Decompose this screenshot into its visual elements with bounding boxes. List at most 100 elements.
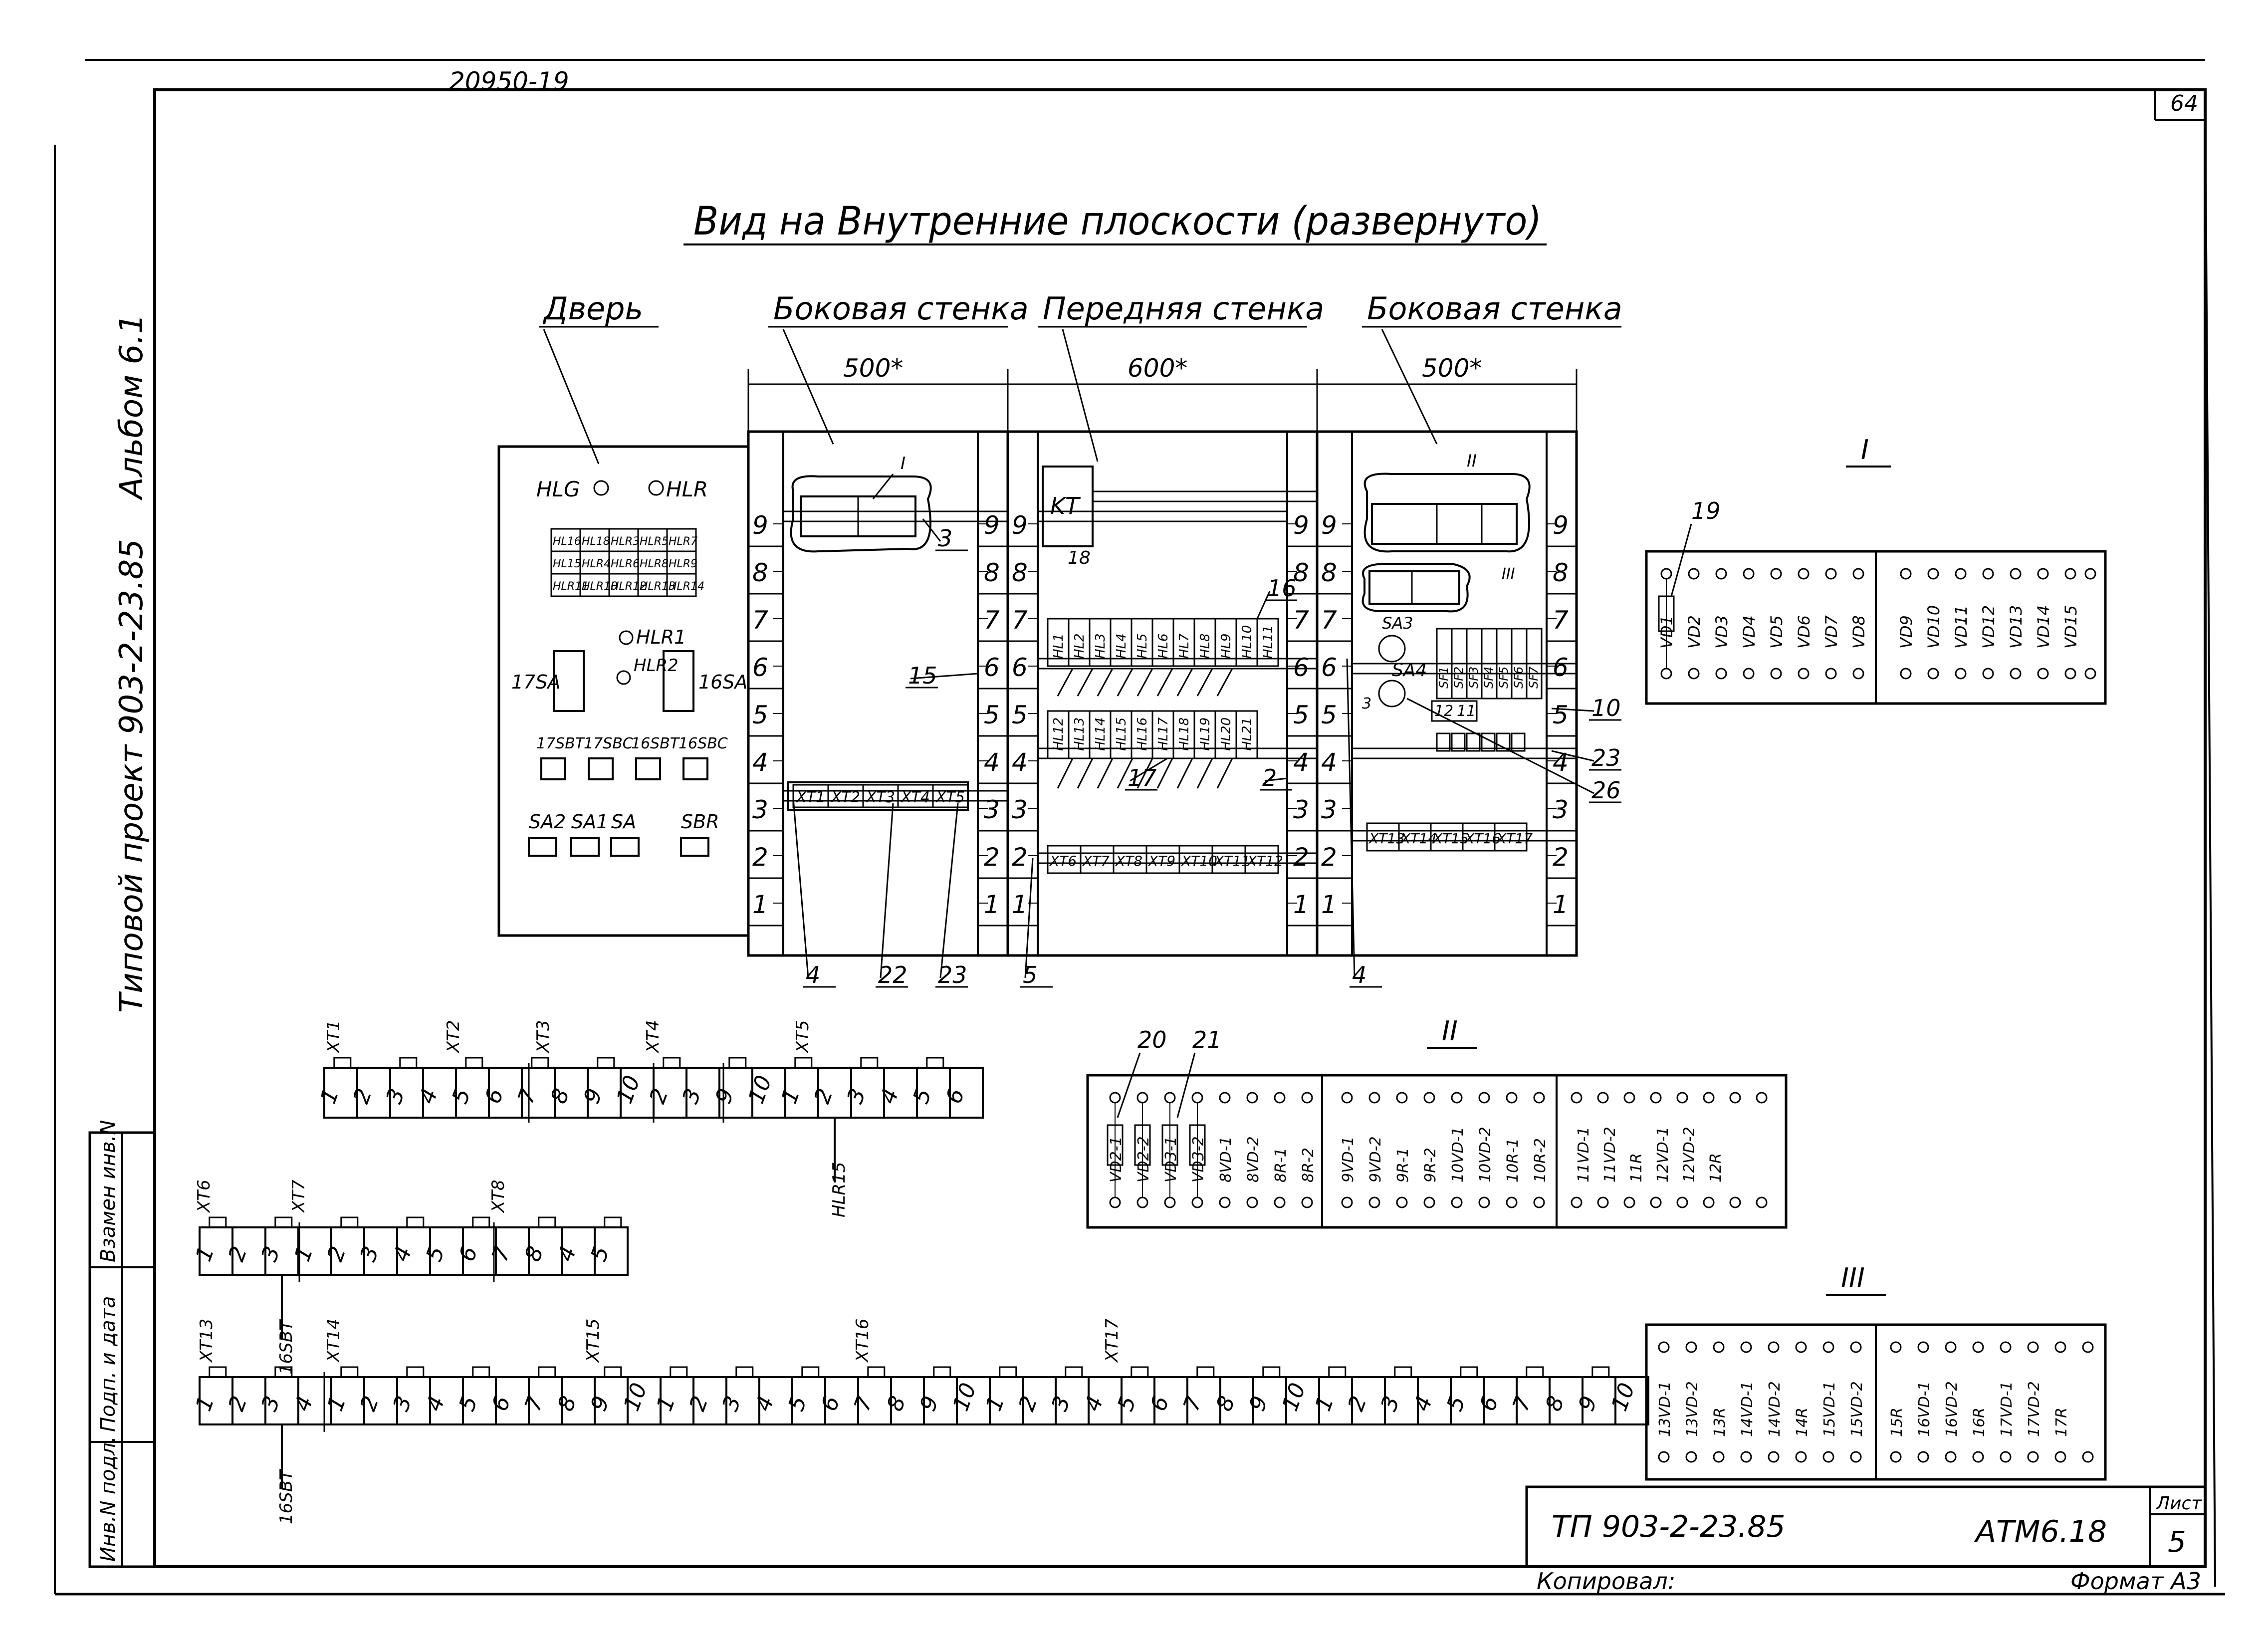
panel2-hole-bottom bbox=[1623, 1196, 1635, 1208]
height-scales: 1234567891234567891234567891234567891234… bbox=[748, 511, 1577, 927]
panel1-hole-top bbox=[2010, 568, 2022, 580]
scale-number: 4 bbox=[752, 748, 768, 777]
terminal-number: 7 bbox=[520, 1393, 549, 1414]
terminal-wire-label: 16SBT bbox=[276, 1319, 296, 1375]
panel2-label: 9R-1 bbox=[1394, 1148, 1412, 1182]
scale-number: 1 bbox=[1321, 890, 1337, 919]
sf-label: SF3 bbox=[1467, 667, 1481, 689]
door-switch-label: SA bbox=[611, 811, 636, 833]
panel3-hole-bottom bbox=[1822, 1451, 1834, 1463]
door-button bbox=[682, 757, 708, 780]
terminal-number: 7 bbox=[1508, 1393, 1537, 1414]
terminal-number: 4 bbox=[289, 1393, 318, 1414]
roman-3-tag: III bbox=[1502, 565, 1515, 583]
panel2-hole-bottom bbox=[1368, 1196, 1380, 1208]
callout-number: 23 bbox=[938, 961, 967, 988]
callout-leader bbox=[922, 518, 941, 542]
panel1-hole-top bbox=[1955, 568, 1967, 580]
scale-number: 6 bbox=[1321, 653, 1337, 682]
hl-bottom-label: HL14 bbox=[1093, 717, 1108, 751]
small-relay bbox=[1466, 732, 1481, 752]
scale-number: 4 bbox=[1012, 748, 1028, 777]
panel1-label: VD7 bbox=[1822, 615, 1841, 649]
panel3-hole-top bbox=[1850, 1341, 1862, 1353]
sw-right-label: 16SA bbox=[698, 671, 747, 693]
xt-right-label: XT17 bbox=[1496, 830, 1533, 847]
door-switch bbox=[570, 837, 600, 857]
panel3-hole-top bbox=[2082, 1341, 2094, 1353]
sf-label: SF6 bbox=[1512, 667, 1526, 689]
terminal-number: 9 bbox=[1244, 1393, 1273, 1414]
door-lamp-label: HLR6 bbox=[611, 558, 640, 570]
terminal-xt-label: XT8 bbox=[488, 1179, 508, 1213]
terminal-jumper bbox=[340, 1216, 359, 1228]
terminal-jumper bbox=[794, 1057, 813, 1069]
panel3-hole-bottom bbox=[2027, 1451, 2039, 1463]
xt-front-label: XT6 bbox=[1049, 853, 1077, 869]
scale-number: 5 bbox=[1553, 701, 1569, 729]
hatch-line bbox=[1117, 668, 1134, 697]
panel3-hole-bottom bbox=[1850, 1451, 1862, 1463]
panel2-hole-bottom bbox=[1423, 1196, 1435, 1208]
terminal-number: 2 bbox=[809, 1085, 838, 1107]
door-button-label: 17SBT bbox=[536, 735, 586, 752]
terminal-number: 2 bbox=[1014, 1393, 1043, 1414]
panel3-hole-top bbox=[1890, 1341, 1902, 1353]
terminal-number: 10 bbox=[619, 1380, 652, 1414]
xt-front-label: XT10 bbox=[1180, 853, 1217, 869]
hl-bottom-label: HL17 bbox=[1156, 717, 1171, 751]
small-11-label: 11 bbox=[1457, 703, 1476, 720]
panel3-label: 17VD-2 bbox=[2026, 1381, 2043, 1437]
panel2-label: 10R-1 bbox=[1504, 1138, 1522, 1182]
scale-number: 1 bbox=[984, 890, 1000, 919]
scale-number: 7 bbox=[1553, 606, 1569, 635]
terminal-jumper bbox=[399, 1057, 418, 1069]
door-lamp-label: HLR10 bbox=[582, 580, 618, 593]
panel3-hole-bottom bbox=[1685, 1451, 1697, 1463]
sf-label: SF5 bbox=[1497, 667, 1511, 689]
callout-leader bbox=[1256, 591, 1271, 619]
scale-number: 1 bbox=[1293, 890, 1309, 919]
panel2-frame bbox=[1086, 1074, 1788, 1229]
panel1-title: I bbox=[1861, 434, 1869, 466]
panel1-label: VD15 bbox=[2061, 605, 2080, 649]
panel3-hole-bottom bbox=[2054, 1451, 2066, 1463]
terminal-number: 4 bbox=[414, 1085, 443, 1107]
terminal-number: 5 bbox=[586, 1243, 615, 1265]
hatch-line bbox=[1136, 668, 1153, 697]
panel3-title: III bbox=[1841, 1262, 1865, 1294]
footer-format: Формат А3 bbox=[2070, 1568, 2201, 1595]
panel2-hole-top bbox=[1451, 1092, 1463, 1104]
hatch-line bbox=[1176, 668, 1193, 697]
panel2-hole-bottom bbox=[1506, 1196, 1518, 1208]
panel2-hole-top bbox=[1533, 1092, 1545, 1104]
hl-top-label: HL11 bbox=[1261, 625, 1276, 659]
panel1-hole-top bbox=[1770, 568, 1782, 580]
scale-number: 3 bbox=[752, 795, 768, 824]
panel3-label: 13VD-2 bbox=[1684, 1381, 1701, 1437]
terminal-number: 9 bbox=[579, 1085, 608, 1107]
panel2-hole-bottom bbox=[1650, 1196, 1662, 1208]
terminal-xt-label: XT15 bbox=[583, 1319, 603, 1363]
panel3-label: 16VD-2 bbox=[1943, 1381, 1961, 1437]
side-strip: Альбом 6.1 Типовой проект 903-2-23.85 Вз… bbox=[88, 314, 156, 1568]
sheet-frame bbox=[54, 59, 2225, 1596]
door-lamp-label: HLR11 bbox=[553, 580, 589, 593]
door-lamp-label: HLR9 bbox=[669, 558, 697, 570]
scale-number: 3 bbox=[984, 795, 1000, 824]
scale-number: 6 bbox=[1293, 653, 1309, 682]
terminal-jumper bbox=[274, 1366, 293, 1378]
panel2-label: 12R bbox=[1707, 1153, 1725, 1182]
panel1-hole-bottom bbox=[1900, 668, 1912, 680]
dimension-line bbox=[747, 369, 1578, 434]
hlr1-label: HLR1 bbox=[636, 626, 686, 648]
small-relay bbox=[1511, 732, 1526, 752]
scale-number: 2 bbox=[1012, 843, 1028, 872]
hl-bottom-label: HL16 bbox=[1135, 717, 1150, 751]
hatch-line bbox=[1216, 668, 1233, 697]
panel2-hole-bottom bbox=[1703, 1196, 1715, 1208]
